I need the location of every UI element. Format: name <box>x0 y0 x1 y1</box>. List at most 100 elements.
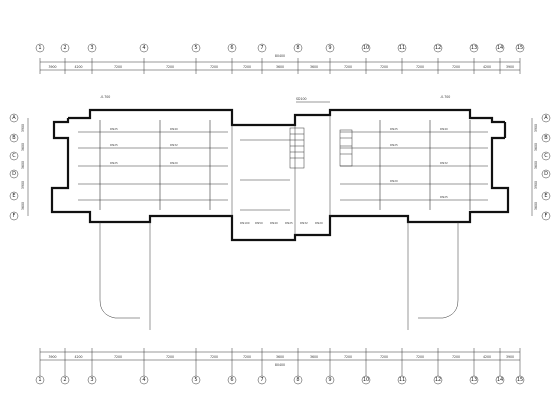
pipe-label: DN25 <box>440 195 448 199</box>
axis-label: 1 <box>38 377 41 383</box>
axis-label: B <box>12 135 16 141</box>
axis-label: 13 <box>471 45 477 51</box>
axis-bubble-bottom: 9 <box>325 375 335 385</box>
pipe-label: DN32 <box>170 143 178 147</box>
axis-bubble-bottom: 12 <box>433 375 443 385</box>
dimension-value: 3900 <box>48 65 56 69</box>
pipe-label: DN25 <box>110 143 118 147</box>
dimension-value: 7200 <box>452 355 460 359</box>
axis-label: 9 <box>328 377 331 383</box>
dimension-value: 3600 <box>534 202 538 210</box>
dimension-value: 3600 <box>21 161 25 169</box>
axis-bubble-left: D <box>9 169 19 179</box>
axis-bubble-left: C <box>9 151 19 161</box>
axis-label: 2 <box>63 377 66 383</box>
dimension-value: 7200 <box>243 355 251 359</box>
dimension-value: 3900 <box>506 355 514 359</box>
axis-label: 14 <box>497 377 503 383</box>
dimension-value: 7200 <box>416 65 424 69</box>
pipe-label: DN25 <box>390 127 398 131</box>
axis-label: 9 <box>328 45 331 51</box>
axis-label: 10 <box>363 377 369 383</box>
axis-label: 10 <box>363 45 369 51</box>
axis-bubble-left: B <box>9 133 19 143</box>
axis-bubble-top: 13 <box>469 43 479 53</box>
axis-label: F <box>545 213 548 219</box>
axis-label: 15 <box>517 45 523 51</box>
center-note: SD100 <box>296 97 307 101</box>
axis-label: C <box>544 153 548 159</box>
dimension-value: 7200 <box>380 65 388 69</box>
axis-bubble-top: 5 <box>191 43 201 53</box>
pipe-note: DN25 <box>285 221 293 225</box>
axis-label: 11 <box>399 45 405 51</box>
pipe-network <box>78 120 488 211</box>
axis-label: 7 <box>260 377 263 383</box>
axis-bubble-right: C <box>541 151 551 161</box>
pipe-label: DN25 <box>390 143 398 147</box>
pipe-note: DN100 <box>240 221 250 225</box>
axis-bubble-left: F <box>9 211 19 221</box>
dimension-value: 3600 <box>276 65 284 69</box>
axis-bubble-right: A <box>541 113 551 123</box>
axis-bubble-bottom: 15 <box>515 375 525 385</box>
pipe-note: DN32 <box>300 221 308 225</box>
axis-label: 13 <box>471 377 477 383</box>
axis-label: D <box>12 171 16 177</box>
pipe-label: DN20 <box>170 161 178 165</box>
axis-bubble-top: 15 <box>515 43 525 53</box>
dimension-value: 7200 <box>166 355 174 359</box>
axis-bubble-right: E <box>541 191 551 201</box>
axis-label: B <box>544 135 548 141</box>
axis-label: A <box>544 115 548 121</box>
axis-label: 6 <box>230 377 233 383</box>
dimension-value: 3600 <box>534 161 538 169</box>
building-walls <box>50 108 510 242</box>
axis-bubble-bottom: 10 <box>361 375 371 385</box>
axis-label: D <box>544 171 548 177</box>
axis-bubble-top: 14 <box>495 43 505 53</box>
axis-bubble-bottom: 11 <box>397 375 407 385</box>
elevation-left: -0.700 <box>100 95 110 99</box>
axis-bubble-top: 9 <box>325 43 335 53</box>
dimension-value: 7200 <box>114 355 122 359</box>
axis-bubble-bottom: 1 <box>35 375 45 385</box>
axis-label: 3 <box>90 377 93 383</box>
dimension-value: 7200 <box>344 355 352 359</box>
dimension-value: 3600 <box>21 202 25 210</box>
dimension-value: 4200 <box>74 355 82 359</box>
pipe-label: DN25 <box>110 161 118 165</box>
axis-bubble-top: 2 <box>60 43 70 53</box>
elevation-right: -0.700 <box>440 95 450 99</box>
pipe-label: DN32 <box>440 161 448 165</box>
exterior-ramps <box>99 222 459 330</box>
pipe-label: DN40 <box>440 127 448 131</box>
axis-bubble-top: 8 <box>293 43 303 53</box>
axis-bubble-top: 12 <box>433 43 443 53</box>
axis-bubble-bottom: 14 <box>495 375 505 385</box>
axis-label: 4 <box>142 377 145 383</box>
axis-label: A <box>12 115 16 121</box>
axis-label: 3 <box>90 45 93 51</box>
annotation-notes: SD100 -0.700 -0.700 <box>100 95 450 103</box>
dimension-value: 4200 <box>74 65 82 69</box>
dimension-value: 7200 <box>380 355 388 359</box>
dimension-value: 3900 <box>534 124 538 132</box>
dimension-value: 7200 <box>416 355 424 359</box>
dimension-value: 7200 <box>114 65 122 69</box>
axis-bubble-top: 7 <box>257 43 267 53</box>
axis-bubble-top: 10 <box>361 43 371 53</box>
axis-bubble-bottom: 3 <box>87 375 97 385</box>
axis-bubble-bottom: 4 <box>139 375 149 385</box>
axis-bubble-top: 6 <box>227 43 237 53</box>
dimension-value: 3900 <box>21 124 25 132</box>
axis-label: 15 <box>517 377 523 383</box>
axis-bubble-bottom: 6 <box>227 375 237 385</box>
dimension-value: 7200 <box>243 65 251 69</box>
axis-label: E <box>544 193 547 199</box>
dimension-value: 3900 <box>21 181 25 189</box>
